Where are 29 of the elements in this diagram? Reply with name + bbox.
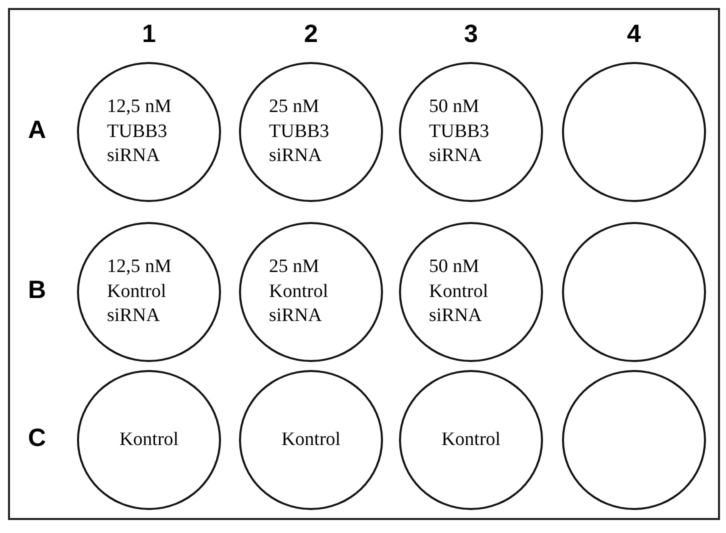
well-label: 50 nM Kontrol siRNA — [429, 254, 490, 328]
column-label: 2 — [304, 22, 318, 47]
well-label: Kontrol — [441, 428, 501, 452]
well-circle — [239, 370, 383, 510]
well-label: 12,5 nM Kontrol siRNA — [107, 254, 172, 328]
well-label: 50 nM TUBB3 siRNA — [429, 94, 490, 168]
well-circle — [77, 62, 221, 202]
column-label: 4 — [627, 22, 641, 47]
well-circle — [562, 222, 706, 362]
row-label: B — [28, 278, 46, 303]
well-circle — [77, 222, 221, 362]
well-circle — [239, 62, 383, 202]
well-label: Kontrol — [119, 428, 179, 452]
column-label: 3 — [464, 22, 478, 47]
well-label: 25 nM Kontrol siRNA — [269, 254, 330, 328]
well-circle — [239, 222, 383, 362]
well-circle — [399, 370, 543, 510]
column-label: 1 — [142, 22, 156, 47]
well-circle — [77, 370, 221, 510]
well-plate — [8, 8, 720, 520]
row-label: A — [28, 118, 46, 143]
row-label: C — [28, 426, 46, 451]
well-circle — [399, 62, 543, 202]
well-label: 25 nM TUBB3 siRNA — [269, 94, 330, 168]
well-circle — [562, 62, 706, 202]
well-label: 12,5 nM TUBB3 siRNA — [107, 94, 172, 168]
well-circle — [399, 222, 543, 362]
well-label: Kontrol — [281, 428, 341, 452]
well-circle — [562, 370, 706, 510]
